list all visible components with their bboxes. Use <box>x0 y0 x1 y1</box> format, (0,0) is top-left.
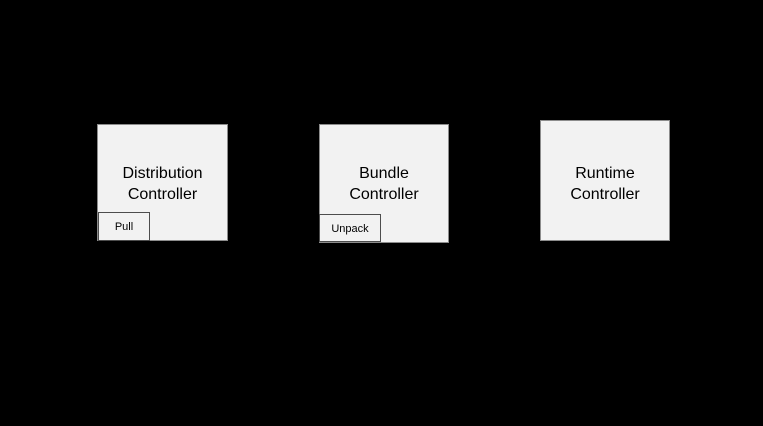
node-runtime-controller-title: Runtime Controller <box>570 165 640 203</box>
node-runtime-controller[interactable]: Runtime Controller <box>540 120 670 241</box>
node-distribution-controller-title: Distribution Controller <box>122 165 203 203</box>
node-bundle-controller-title: Bundle Controller <box>349 165 419 203</box>
action-pull[interactable]: Pull <box>98 212 150 241</box>
action-unpack[interactable]: Unpack <box>319 214 381 242</box>
